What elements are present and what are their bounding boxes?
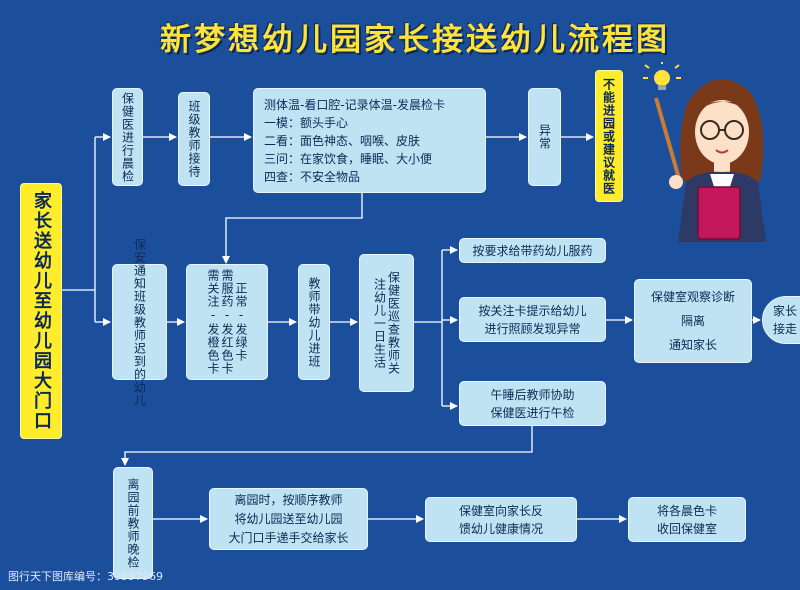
checklist-line-4: 三问：在家饮食，睡眠、大小便 <box>264 151 433 166</box>
refuse-entry-box: 不能进园或建议就医 <box>595 70 623 202</box>
health-checklist-box: 测体温-看口腔-记录体温-发晨检卡 一模：额头手心 二看：面色神态、咽喉、皮肤 … <box>253 88 486 193</box>
page-title: 新梦想幼儿园家长接送幼儿流程图 <box>160 22 670 58</box>
abnormal-box: 异常 <box>528 88 561 186</box>
start-box: 家长送幼儿至幼儿园大门口 <box>20 183 62 439</box>
checklist-line-1: 测体温-看口腔-记录体温-发晨检卡 <box>264 97 445 112</box>
clinic-box: 保健室观察诊断 隔离 通知家长 <box>634 279 752 363</box>
checklist-line-2: 一模：额头手心 <box>264 115 349 130</box>
evening-check-box: 离园前教师晚检 <box>113 467 153 579</box>
connector-checks-down <box>222 193 363 264</box>
late-child-box: 保安通知班级教师迟到的幼儿 <box>112 238 167 407</box>
lightbulb-icon <box>643 62 681 90</box>
attention-card-box: 按关注卡提示给幼儿 进行照顾发现异常 <box>459 297 606 342</box>
checklist-line-3: 二看：面色神态、咽喉、皮肤 <box>264 133 421 148</box>
teacher-reception-box: 班级教师接待 <box>178 92 210 186</box>
face <box>695 100 749 164</box>
daily-care-box: 注幼儿一日生活 保健医巡查教师关 <box>359 254 414 392</box>
morning-check-box: 保健医进行晨检 <box>112 88 143 186</box>
card-orange: 需关注-发橙色卡 <box>206 269 220 375</box>
glasses-icon <box>700 120 744 140</box>
watermark-text: 图行天下图库编号：39997969 <box>8 570 163 583</box>
collect-cards-box: 将各晨色卡 收回保健室 <box>628 497 746 542</box>
book-icon <box>697 186 741 240</box>
card-assignment-box: 需关注-发橙色卡 需服药-发红色卡 正常-发绿卡 <box>186 264 268 380</box>
card-green: 正常-发绿卡 <box>234 282 248 362</box>
teacher-to-class-box: 教师带幼儿进班 <box>298 264 330 380</box>
parent-pickup-box: 家长接走 <box>762 296 800 344</box>
pointer-stick <box>654 97 682 183</box>
medicine-box: 按要求给带药幼儿服药 <box>459 238 606 263</box>
connector-to-row3 <box>121 426 533 466</box>
health-feedback-box: 保健室向家长反 馈幼儿健康情况 <box>425 497 577 542</box>
teacher-illustration <box>643 62 766 242</box>
checklist-line-5: 四查：不安全物品 <box>264 169 361 184</box>
handover-box: 离园时，按顺序教师 将幼儿园送至幼儿园 大门口手递手交给家长 <box>209 488 368 550</box>
card-red: 需服药-发红色卡 <box>220 269 234 375</box>
nap-check-box: 午睡后教师协助 保健医进行午检 <box>459 381 606 426</box>
